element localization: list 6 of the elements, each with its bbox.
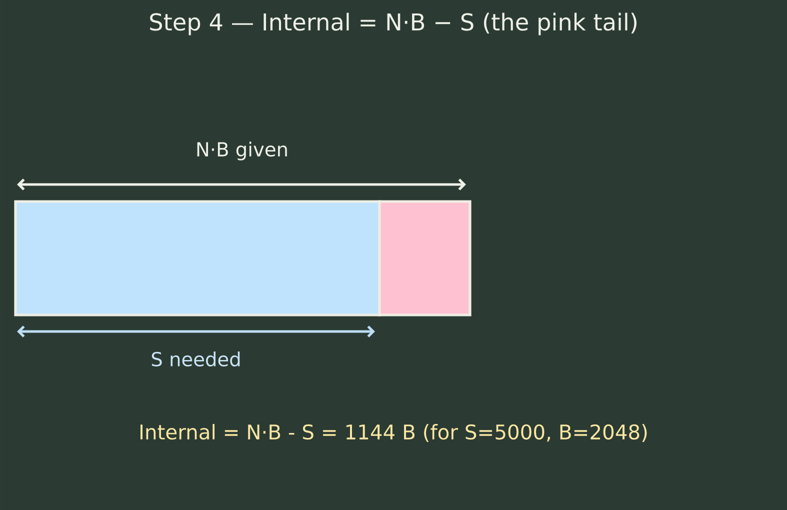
bar-segment — [378, 200, 472, 316]
bar-segment — [14, 200, 381, 316]
formula-note: Internal = N·B - S = 1144 B (for S=5000, B=2048) — [140, 424, 647, 442]
dimension-label: S needed — [152, 352, 240, 366]
title: Step 4 — Internal = N·B − S (the pink tail) — [150, 12, 636, 36]
dimension-label: N·B given — [197, 142, 287, 160]
